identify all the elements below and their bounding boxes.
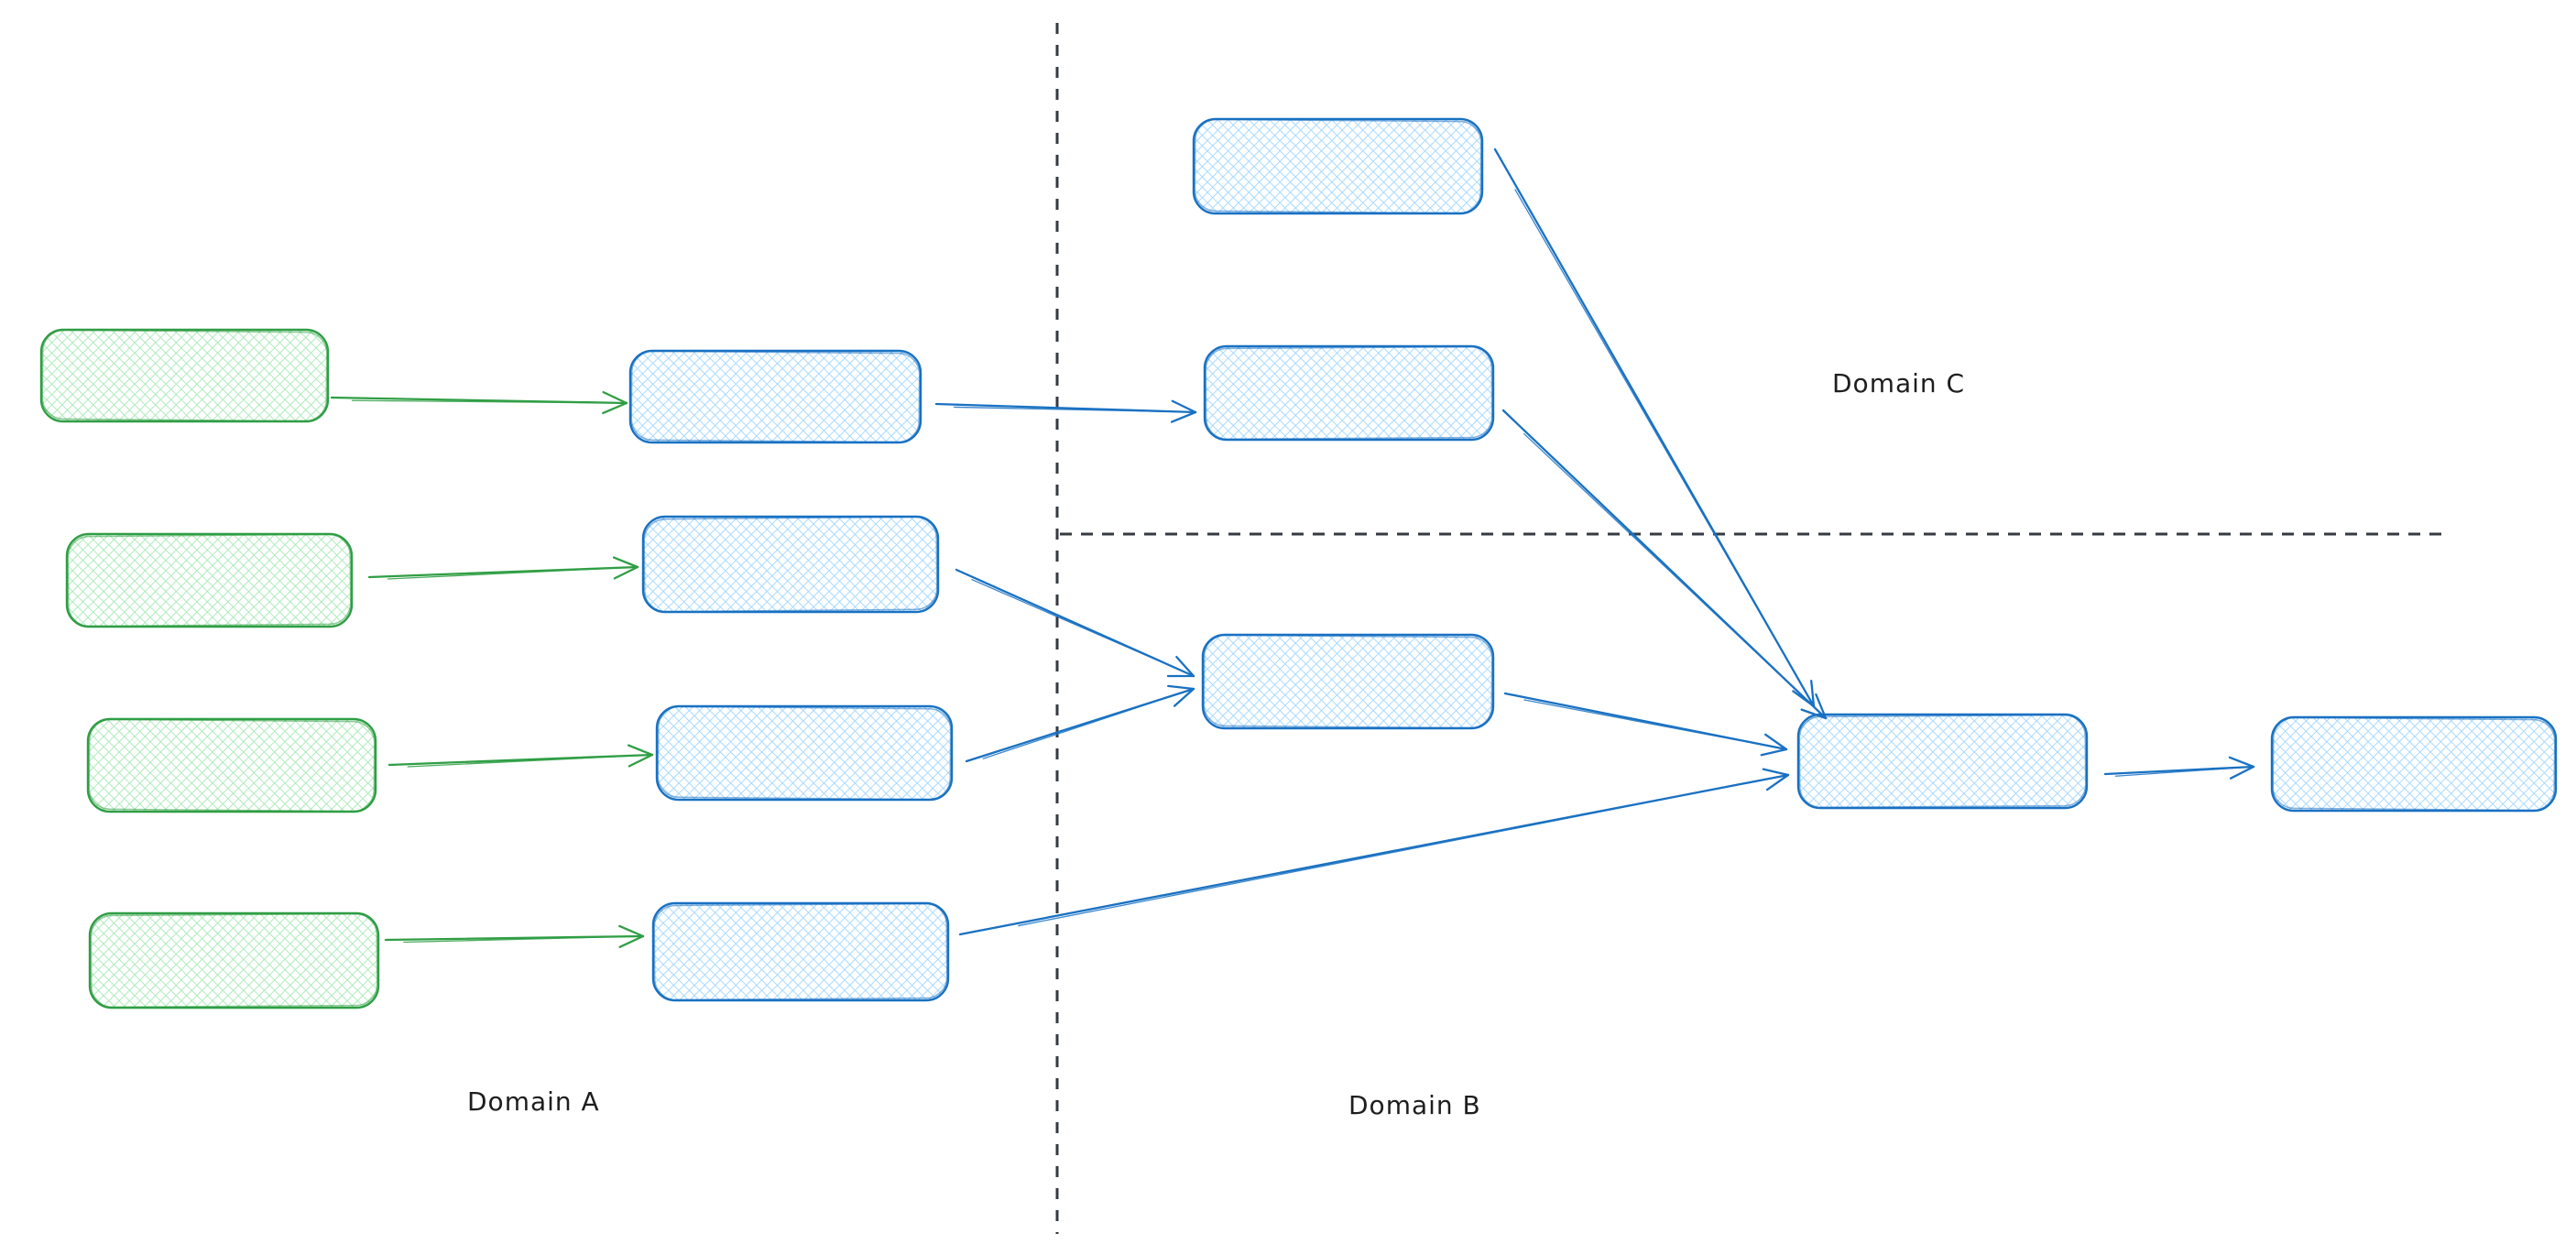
arrowhead-line xyxy=(2228,756,2255,769)
node-echo-stroke xyxy=(1203,634,1493,729)
node-node-c-top[interactable] xyxy=(1192,117,1484,215)
arrow-echo-stroke xyxy=(1514,189,1814,705)
arrowhead-line xyxy=(1170,410,1197,423)
arrow-echo-stroke xyxy=(1018,774,1787,927)
arrowhead-line xyxy=(628,753,654,768)
node-echo-stroke xyxy=(653,902,948,1001)
node-process-a1[interactable] xyxy=(628,349,922,444)
node-echo-stroke xyxy=(88,718,376,813)
arrow-p1-to-btop[interactable] xyxy=(934,399,1197,423)
arrow-echo-stroke xyxy=(407,754,651,768)
node-source-a4[interactable] xyxy=(88,911,380,1009)
arrowhead-line xyxy=(627,744,654,757)
arrow-sink-to-output[interactable] xyxy=(2103,756,2255,780)
node-node-b-top[interactable] xyxy=(1203,344,1495,442)
node-echo-stroke xyxy=(630,350,921,443)
label-domain-a[interactable]: Domain A xyxy=(467,1086,600,1117)
arrow-a2-to-p2[interactable] xyxy=(367,556,639,580)
node-source-a2[interactable] xyxy=(65,532,354,628)
node-echo-stroke xyxy=(643,516,938,613)
arrow-echo-stroke xyxy=(2114,766,2253,777)
node-node-output[interactable] xyxy=(2270,715,2558,813)
label-domain-b[interactable]: Domain B xyxy=(1348,1090,1481,1120)
arrowhead-line xyxy=(1760,748,1788,757)
node-node-b-mid[interactable] xyxy=(1201,633,1495,730)
arrowhead-line xyxy=(602,390,628,405)
arrowhead-line xyxy=(1765,773,1790,791)
node-echo-stroke xyxy=(1205,345,1493,441)
label-domain-c[interactable]: Domain C xyxy=(1832,368,1965,398)
arrow-p3-to-bmid[interactable] xyxy=(965,684,1195,763)
arrowhead-line xyxy=(612,556,639,569)
arrow-echo-stroke xyxy=(1523,432,1826,718)
arrow-echo-stroke xyxy=(387,566,637,580)
node-process-a2[interactable] xyxy=(641,515,940,614)
arrow-echo-stroke xyxy=(1523,699,1785,750)
node-source-a3[interactable] xyxy=(86,717,377,813)
arrow-echo-stroke xyxy=(954,406,1195,413)
arrow-echo-stroke xyxy=(403,935,642,944)
arrow-p4-to-sink[interactable] xyxy=(958,768,1790,936)
node-process-a4[interactable] xyxy=(651,901,950,1002)
node-node-sink[interactable] xyxy=(1796,713,2089,810)
arrowhead-line xyxy=(1815,693,1828,720)
node-echo-stroke xyxy=(657,705,952,801)
arrowhead-line xyxy=(2229,765,2255,780)
arrow-a3-to-p3[interactable] xyxy=(387,744,654,768)
arrow-echo-stroke xyxy=(982,688,1193,759)
arrowhead-line xyxy=(1175,655,1195,678)
arrow-bmid-to-sink[interactable] xyxy=(1503,692,1788,757)
node-echo-stroke xyxy=(1798,714,2087,809)
arrow-p2-to-bmid[interactable] xyxy=(955,568,1195,678)
arrowhead-line xyxy=(1810,679,1816,708)
arrow-a4-to-p4[interactable] xyxy=(384,924,645,948)
arrow-ctop-to-sink[interactable] xyxy=(1493,147,1816,708)
arrowhead-line xyxy=(602,401,628,415)
arrowhead-line xyxy=(1171,399,1197,414)
arrowhead-line xyxy=(1762,768,1790,777)
arrow-a1-to-p1[interactable] xyxy=(330,390,628,415)
node-process-a3[interactable] xyxy=(655,704,954,802)
node-echo-stroke xyxy=(2272,716,2556,812)
node-echo-stroke xyxy=(1194,118,1482,214)
arrow-echo-stroke xyxy=(351,399,626,404)
arrowhead-line xyxy=(618,934,645,948)
node-echo-stroke xyxy=(90,912,378,1009)
arrow-echo-stroke xyxy=(971,579,1193,676)
arrowhead-line xyxy=(1167,684,1195,691)
arrowhead-line xyxy=(613,565,639,580)
arrowhead-line xyxy=(1763,733,1788,751)
arrow-btop-to-sink[interactable] xyxy=(1501,409,1828,720)
arrowhead-line xyxy=(618,924,645,938)
arrowhead-line xyxy=(1800,708,1828,720)
arrowhead-line xyxy=(1173,687,1195,707)
node-echo-stroke xyxy=(41,329,328,422)
node-source-a1[interactable] xyxy=(39,328,330,423)
node-echo-stroke xyxy=(67,533,352,628)
